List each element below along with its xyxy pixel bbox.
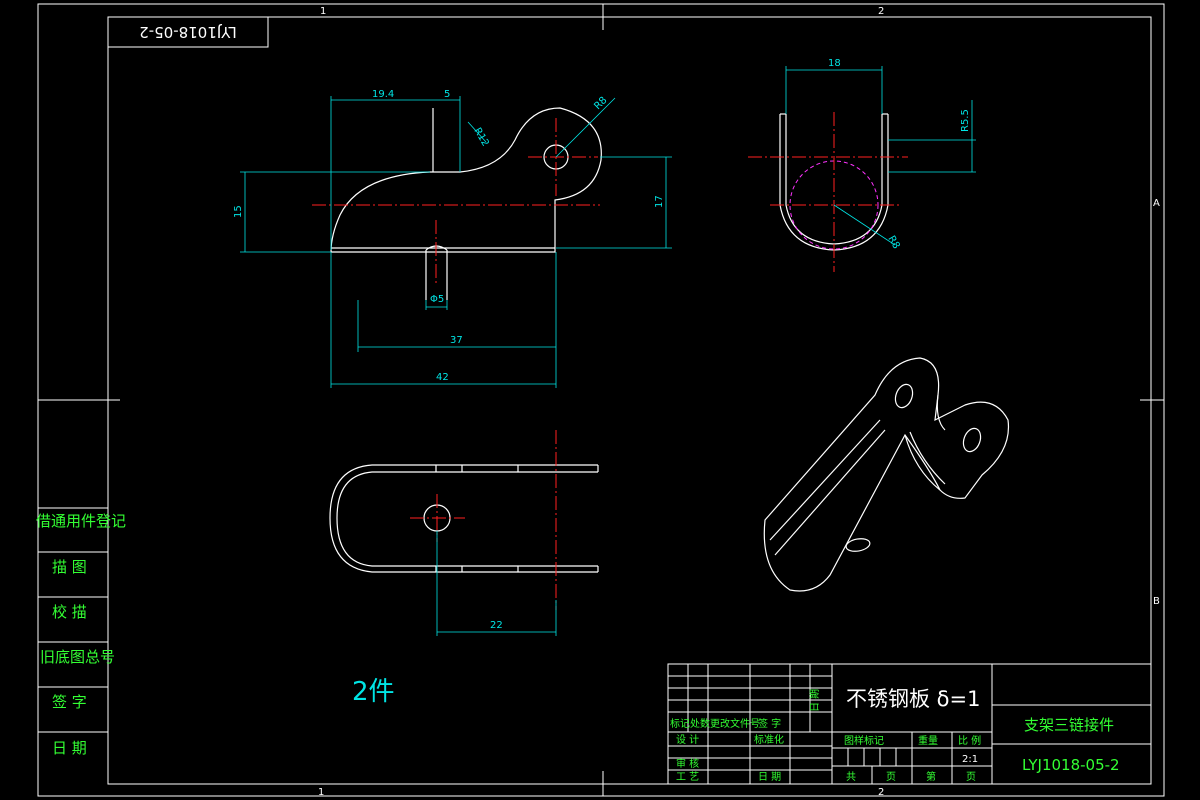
title-block-scale: 2:1 bbox=[962, 754, 978, 765]
label-scale: 比 例 bbox=[958, 734, 981, 747]
label-date: 日 期 bbox=[809, 689, 821, 712]
side-view-hidden-circle bbox=[789, 160, 879, 250]
label-sign: 签 字 bbox=[758, 717, 781, 730]
left-column bbox=[38, 399, 108, 733]
zone-right-b: B bbox=[1153, 596, 1160, 607]
title-block-grid bbox=[667, 663, 1152, 785]
sheet-frame bbox=[37, 3, 1165, 797]
left-column-row-2: 校 描 bbox=[52, 603, 87, 621]
title-block-material: 不锈钢板 δ=1 bbox=[846, 687, 980, 711]
label-sheet2: 页 bbox=[966, 771, 976, 783]
dim-d5: Φ5 bbox=[430, 294, 444, 305]
dim-r5-5: R5.5 bbox=[960, 109, 971, 132]
label-review: 审 核 bbox=[676, 757, 699, 770]
dim-42: 42 bbox=[436, 372, 449, 383]
left-column-title: 借通用件登记 bbox=[36, 512, 126, 530]
label-no: 第 bbox=[926, 770, 936, 783]
label-change-doc: 更改文件号 bbox=[710, 717, 760, 730]
front-view-centerlines bbox=[312, 118, 600, 285]
zone-top-1: 1 bbox=[320, 6, 326, 17]
dim-19-4: 19.4 bbox=[372, 89, 394, 100]
isometric-view bbox=[763, 357, 1010, 592]
zone-bottom-2: 2 bbox=[878, 787, 884, 798]
front-view-outline bbox=[330, 107, 602, 300]
dim-5: 5 bbox=[444, 89, 450, 100]
label-design: 设 计 bbox=[676, 733, 699, 746]
dim-22: 22 bbox=[490, 620, 503, 631]
label-process: 工 艺 bbox=[676, 771, 699, 783]
zone-top-2: 2 bbox=[878, 6, 884, 17]
dim-r12: R12 bbox=[471, 126, 490, 149]
top-view-centerlines bbox=[410, 430, 557, 610]
dim-37: 37 bbox=[450, 335, 463, 346]
title-block-drawing-no: LYJ1018-05-2 bbox=[1022, 756, 1120, 774]
dim-15: 15 bbox=[233, 205, 244, 218]
label-weight: 重量 bbox=[918, 734, 938, 747]
dim-r8-side: R8 bbox=[885, 234, 901, 251]
top-view-dimensions bbox=[436, 531, 557, 636]
quantity-note: 2件 bbox=[352, 677, 395, 707]
label-count: 处数 bbox=[690, 717, 710, 730]
left-column-row-3: 旧底图总号 bbox=[40, 648, 115, 666]
dim-r8-front: R8 bbox=[592, 95, 609, 112]
stamp-code-box: LYJ1018-05-2 bbox=[107, 16, 269, 48]
left-column-row-4: 签 字 bbox=[52, 693, 87, 711]
zone-right-a: A bbox=[1153, 198, 1160, 209]
label-standard: 标准化 bbox=[754, 733, 784, 746]
stamp-code-text: LYJ1018-05-2 bbox=[139, 23, 237, 41]
title-block-part-name: 支架三链接件 bbox=[1024, 716, 1114, 734]
label-mark: 标记 bbox=[670, 718, 690, 730]
zone-bottom-1: 1 bbox=[318, 787, 324, 798]
front-view-dimensions bbox=[240, 96, 672, 388]
left-column-row-1: 描 图 bbox=[52, 558, 87, 576]
dim-17: 17 bbox=[654, 195, 665, 208]
label-total: 共 bbox=[846, 771, 856, 783]
label-sheet: 页 bbox=[886, 771, 896, 783]
side-view-dimensions bbox=[785, 66, 976, 246]
side-view-centerlines bbox=[748, 112, 908, 272]
label-stage: 图样标记 bbox=[844, 734, 884, 747]
label-date2: 日 期 bbox=[758, 771, 781, 783]
dim-18: 18 bbox=[828, 58, 841, 69]
left-column-row-5: 日 期 bbox=[52, 739, 87, 757]
